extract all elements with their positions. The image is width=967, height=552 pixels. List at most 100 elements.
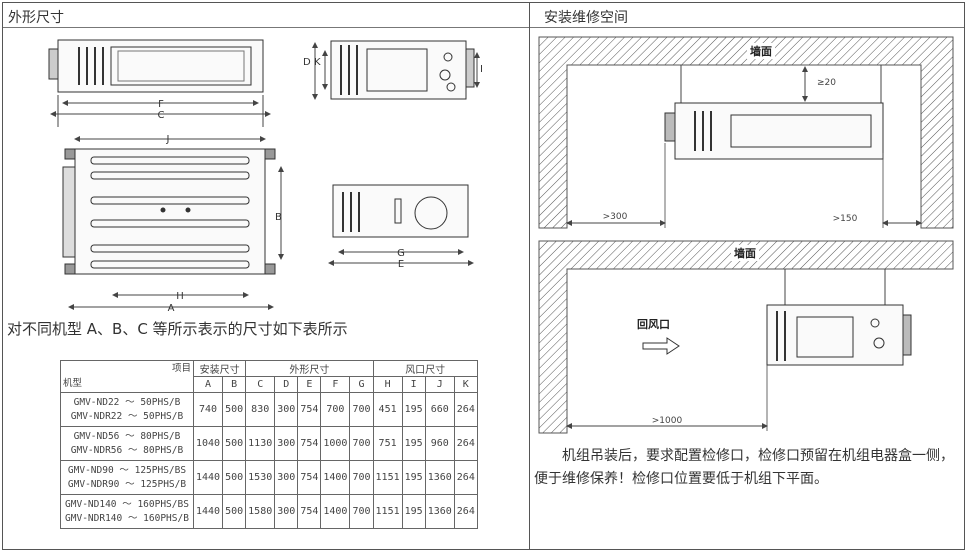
model-cell: GMV-ND22 ～ 50PHS/B GMV-NDR22 ～ 50PHS/B <box>60 392 194 427</box>
table-cell: 500 <box>222 392 247 427</box>
gap-left-label: >300 <box>603 212 628 222</box>
table-cell: 1440 <box>192 460 224 495</box>
table-cell: 830 <box>245 392 276 427</box>
dim-B: B <box>275 212 282 223</box>
table-cell: 195 <box>401 426 426 461</box>
table-cell: 264 <box>453 392 478 427</box>
table-cell: 300 <box>274 392 299 427</box>
gap-top-label: ≥20 <box>817 78 836 88</box>
side-view <box>330 40 475 100</box>
table-cell: 1040 <box>192 426 224 461</box>
outline-dimensions-title: 外形尺寸 <box>8 10 64 26</box>
return-air-arrow <box>642 337 680 355</box>
table-cell: 300 <box>274 494 299 529</box>
table-cell: 1151 <box>372 460 403 495</box>
table-cell: 700 <box>349 460 374 495</box>
wall-label-top: 墙面 <box>750 44 772 58</box>
wall-bottom-hatch <box>538 240 954 434</box>
dim-K: K <box>314 57 321 68</box>
right-header-rule <box>530 27 964 28</box>
table-cell: 195 <box>401 460 426 495</box>
model-name: GMV-NDR140 ～ 160PHS/B <box>65 512 189 524</box>
left-header-rule <box>3 27 529 28</box>
dim-I: I <box>480 64 483 75</box>
model-name: GMV-NDR56 ～ 80PHS/B <box>70 444 184 456</box>
table-cell: 660 <box>424 392 455 427</box>
model-name: GMV-ND140 ～ 160PHS/BS <box>65 498 189 510</box>
table-cell: 1400 <box>320 460 351 495</box>
table-cell: 264 <box>453 460 478 495</box>
col-header: K <box>453 376 478 393</box>
table-cell: 754 <box>297 494 322 529</box>
table-cell: 700 <box>349 392 374 427</box>
table-cell: 195 <box>401 392 426 427</box>
dim-A: A <box>168 303 175 314</box>
dimension-table: 项目 机型 安装尺寸 外形尺寸 风口尺寸 A B C D E F G H I J… <box>60 360 478 529</box>
table-cell: 1400 <box>320 494 351 529</box>
installation-space-drawings: 墙面 ≥20 >300 >150 墙面 回风口 >1000 <box>538 36 954 434</box>
column-divider <box>529 3 530 549</box>
dim-G: G <box>397 248 405 259</box>
dim-H: H <box>176 291 184 302</box>
rear-view-dims <box>328 249 474 266</box>
plan-view-dims-2 <box>68 166 284 310</box>
col-header: B <box>222 376 247 393</box>
model-name: GMV-ND22 ～ 50PHS/B <box>73 396 181 408</box>
table-cell: 1440 <box>192 494 224 529</box>
outline-drawings: F C D K I J B H A <box>48 39 483 314</box>
table-cell: 700 <box>349 426 374 461</box>
dim-C: C <box>158 110 165 121</box>
table-cell: 300 <box>274 460 299 495</box>
table-cell: 754 <box>297 460 322 495</box>
model-name: GMV-ND90 ～ 125PHS/BS <box>67 464 187 476</box>
plan-view <box>62 148 276 275</box>
dim-F: F <box>158 99 164 110</box>
unit-top <box>664 102 884 160</box>
table-row: GMV-ND140 ～ 160PHS/BS GMV-NDR140 ～ 160PHS… <box>60 494 478 529</box>
table-cell: 754 <box>297 426 322 461</box>
col-header: I <box>401 376 426 393</box>
table-cell: 264 <box>453 426 478 461</box>
model-cell: GMV-ND90 ～ 125PHS/BS GMV-NDR90 ～ 125PHS/B <box>60 460 194 495</box>
col-header: E <box>297 376 322 393</box>
table-cell: 264 <box>453 494 478 529</box>
table-cell: 300 <box>274 426 299 461</box>
col-header: A <box>192 376 224 393</box>
col-header: F <box>320 376 351 393</box>
unit-side <box>766 304 912 366</box>
table-cell: 500 <box>222 426 247 461</box>
item-label: 项目 <box>171 363 191 374</box>
table-cell: 960 <box>424 426 455 461</box>
table-cell: 700 <box>320 392 351 427</box>
gap-back-label: >1000 <box>652 416 683 426</box>
table-row: GMV-ND90 ～ 125PHS/BS GMV-NDR90 ～ 125PHS/B… <box>60 460 478 495</box>
col-header: C <box>245 376 276 393</box>
return-air-label: 回风口 <box>637 317 670 331</box>
table-cell: 500 <box>222 494 247 529</box>
rear-view <box>332 184 469 238</box>
top-view <box>48 39 264 93</box>
group-outline: 外形尺寸 <box>245 360 374 377</box>
wall-label-bottom: 墙面 <box>734 246 756 260</box>
table-cell: 500 <box>222 460 247 495</box>
dim-J: J <box>166 134 170 145</box>
col-header: D <box>274 376 299 393</box>
col-header: G <box>349 376 374 393</box>
col-header: H <box>372 376 403 393</box>
table-cell: 1130 <box>245 426 276 461</box>
maintenance-note: 机组吊装后，要求配置检修口，检修口预留在机组电器盒一侧，便于维修保养！检修口位置… <box>534 448 954 487</box>
table-cell: 451 <box>372 392 403 427</box>
model-name: GMV-NDR22 ～ 50PHS/B <box>70 410 184 422</box>
install-space-title: 安装维修空间 <box>544 10 628 26</box>
dim-D: D <box>303 57 311 68</box>
group-install: 安装尺寸 <box>192 360 247 377</box>
table-cell: 1151 <box>372 494 403 529</box>
table-cell: 740 <box>192 392 224 427</box>
dimension-note: 对不同机型 A、B、C 等所示表示的尺寸如下表所示 <box>7 320 348 338</box>
wall-top-hatch <box>538 36 954 229</box>
col-header: J <box>424 376 455 393</box>
model-name: GMV-NDR90 ～ 125PHS/B <box>67 478 187 490</box>
